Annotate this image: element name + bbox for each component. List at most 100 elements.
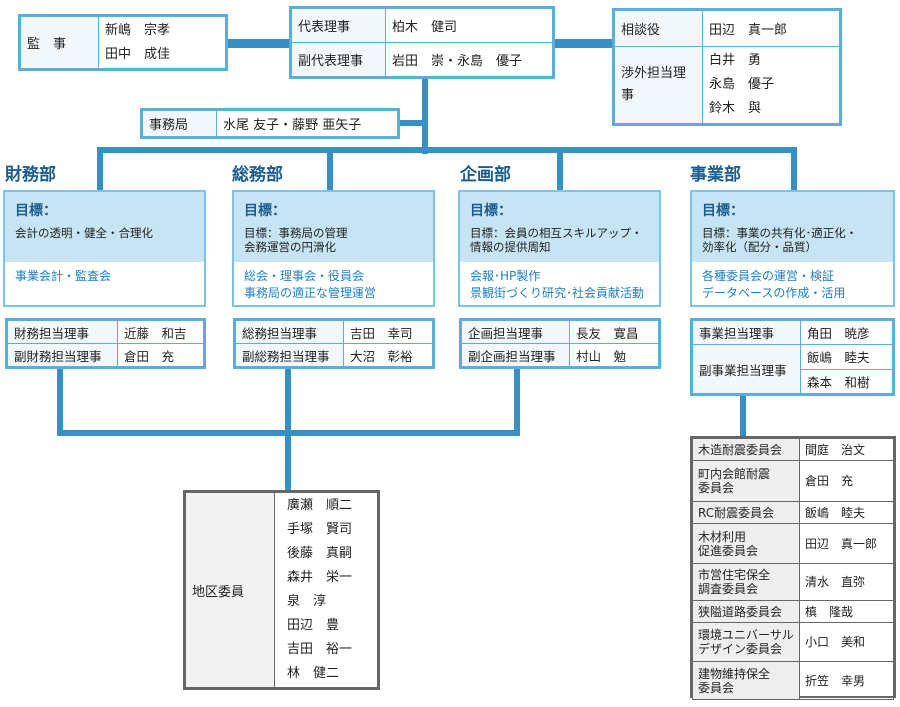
activity: 各種委員会の運営・検証	[702, 269, 835, 283]
committee-chair: 間庭 治文	[799, 438, 894, 461]
name: 吉田 裕一	[287, 642, 353, 657]
role: 副総務担当理事	[235, 343, 344, 367]
role: 副事業担当理事	[692, 344, 801, 394]
name: 吉田 幸司	[343, 320, 433, 344]
name: 田辺 真一郎	[702, 10, 840, 47]
dept-title: 事業部	[690, 165, 741, 185]
goal-text: 会計の透明・健全・合理化	[15, 226, 153, 240]
goal-heading: 目標：	[702, 203, 744, 219]
executives-box: 代表理事柏木 健司 副代表理事岩田 崇・永島 優子	[289, 6, 555, 79]
committee-name: 木造耐震委員会	[692, 438, 800, 461]
officers-table: 総務担当理事吉田 幸司 副総務担当理事大沼 彰裕	[233, 318, 435, 369]
secretariat-label: 事務局	[142, 110, 217, 137]
committee-name: 木材利用 促進委員会	[692, 523, 800, 564]
goal-box: 目標： 目標：会員の相互スキルアップ・ 情報の提供周知 会報･HP製作景観街づくり…	[458, 190, 661, 307]
goal-heading: 目標：	[244, 203, 286, 219]
committee-chair: 清水 直弥	[799, 563, 894, 601]
committee-chair: 折笠 幸男	[799, 661, 894, 700]
committee-row: 木造耐震委員会間庭 治文	[692, 438, 894, 461]
officers-table: 財務担当理事近藤 和吉 副財務担当理事倉田 充	[5, 318, 206, 369]
committee-row: 木材利用 促進委員会田辺 真一郎	[692, 523, 894, 564]
goal-box: 目標： 目標：事業の共有化･適正化・ 効率化（配分・品質） 各種委員会の運営・検証…	[690, 190, 895, 307]
committee-chair: 倉田 充	[799, 460, 894, 502]
committee-name: RC耐震委員会	[692, 501, 800, 524]
name: 村山 勉	[569, 343, 659, 367]
goal-text: 目標：事業の共有化･適正化・ 効率化（配分・品質）	[702, 226, 858, 254]
name: 泉 淳	[287, 594, 327, 609]
name: 近藤 和吉	[117, 320, 204, 344]
committee-name: 市営住宅保全 調査委員会	[692, 563, 800, 601]
role-vice-representative: 副代表理事	[291, 42, 386, 77]
advisors-box: 相談役田辺 真一郎 渉外担当理事 白井 勇永島 優子鈴木 與	[612, 8, 842, 126]
connector	[557, 147, 563, 191]
committee-name: 狭隘道路委員会	[692, 600, 800, 623]
auditor-label: 監 事	[20, 16, 99, 69]
name: 永島 優子	[709, 77, 775, 92]
role: 副財務担当理事	[7, 343, 118, 367]
goal-box: 目標：会計の透明・健全・合理化 事業会計・監査会	[3, 190, 206, 307]
activity: 会報･HP製作	[470, 269, 541, 283]
goal-text: 目標：会員の相互スキルアップ・ 情報の提供周知	[470, 226, 643, 254]
name: 角田 暁彦	[800, 319, 893, 346]
role-consultant: 相談役	[614, 10, 703, 47]
name: 鈴木 與	[709, 101, 762, 116]
activity: 事務局の適正な管理運営	[244, 286, 377, 300]
activity: 事業会計・監査会	[15, 269, 112, 283]
connector	[57, 368, 63, 436]
activity: データベースの作成・活用	[702, 286, 846, 300]
role: 財務担当理事	[7, 320, 118, 344]
goal-box: 目標：目標：事務局の管理 会務運営の円滑化 総会・理事会・役員会事務局の適正な管…	[232, 190, 435, 307]
role: 事業担当理事	[692, 319, 801, 346]
secretariat-box: 事務局水尾 友子・藤野 亜矢子	[140, 108, 400, 139]
name: 大沼 彰裕	[343, 343, 433, 367]
committee-name: 建物維持保全 委員会	[692, 661, 800, 700]
auditor-name: 新嶋 宗孝	[105, 22, 171, 38]
name: 林 健二	[287, 666, 340, 681]
activity: 景観街づくり研究･社会貢献活動	[470, 286, 645, 300]
name: 白井 勇	[709, 53, 762, 68]
name: 柏木 健司	[385, 8, 553, 43]
officers-table: 事業担当理事角田 暁彦 副事業担当理事飯嶋 睦夫 森本 和樹	[690, 318, 895, 396]
connector	[327, 147, 333, 191]
name: 倉田 充	[117, 343, 204, 367]
activity: 総会・理事会・役員会	[244, 269, 365, 283]
connector	[97, 147, 103, 191]
name: 廣瀬 順二	[287, 498, 353, 513]
auditor-name: 田中 成佳	[105, 46, 171, 62]
committee-row: 建物維持保全 委員会折笠 幸男	[692, 661, 894, 700]
committee-row: 市営住宅保全 調査委員会清水 直弥	[692, 563, 894, 601]
role: 副企画担当理事	[461, 343, 570, 367]
name: 飯嶋 睦夫	[800, 344, 893, 370]
connector	[514, 368, 520, 436]
connector	[422, 78, 428, 154]
secretariat-names: 水尾 友子・藤野 亜矢子	[216, 110, 398, 137]
committee-name: 環境ユニバーサル デザイン委員会	[692, 622, 800, 662]
committee-chair: 飯嶋 睦夫	[799, 501, 894, 524]
role-representative: 代表理事	[291, 8, 386, 43]
connector	[228, 39, 290, 48]
dept-title: 総務部	[232, 165, 283, 185]
district-box: 地区委員 廣瀬 順二手塚 賢司後藤 真嗣森井 栄一泉 淳田辺 豊吉田 裕一林 健…	[183, 490, 380, 690]
officers-table: 企画担当理事長友 寛昌 副企画担当理事村山 勉	[459, 318, 661, 369]
name: 後藤 真嗣	[287, 546, 353, 561]
dept-title: 企画部	[460, 165, 511, 185]
name: 手塚 賢司	[287, 522, 353, 537]
connector	[791, 147, 797, 191]
connector	[57, 430, 520, 436]
name: 岩田 崇・永島 優子	[385, 42, 553, 77]
name: 長友 寛昌	[569, 320, 659, 344]
role-external: 渉外担当理事	[614, 46, 703, 124]
committee-row: 町内会館耐震 委員会倉田 充	[692, 460, 894, 502]
committee-chair: 小口 美和	[799, 622, 894, 662]
role: 企画担当理事	[461, 320, 570, 344]
goal-heading: 目標：	[470, 203, 512, 219]
name: 森井 栄一	[287, 570, 353, 585]
connector	[400, 120, 424, 126]
committee-row: 狭隘道路委員会槙 隆哉	[692, 600, 894, 623]
connector	[97, 147, 797, 153]
committees-table: 木造耐震委員会間庭 治文 町内会館耐震 委員会倉田 充 RC耐震委員会飯嶋 睦夫…	[690, 436, 896, 700]
connector	[555, 39, 613, 48]
committee-row: RC耐震委員会飯嶋 睦夫	[692, 501, 894, 524]
role: 総務担当理事	[235, 320, 344, 344]
committee-name: 町内会館耐震 委員会	[692, 460, 800, 502]
